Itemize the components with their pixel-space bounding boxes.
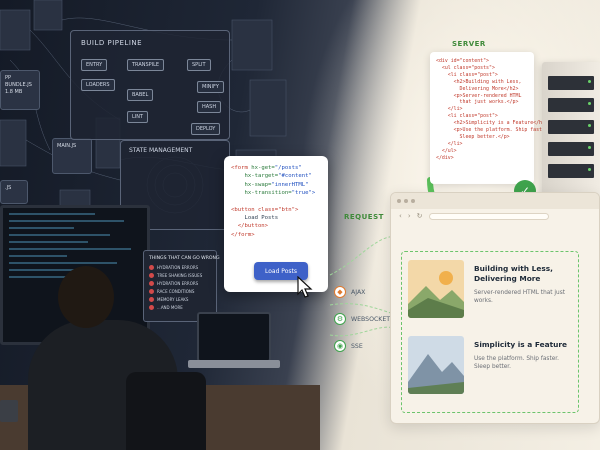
warning-icon bbox=[149, 305, 154, 310]
warning-icon bbox=[149, 265, 154, 270]
frustrated-developer-head bbox=[58, 266, 114, 328]
things-can-go-wrong-panel: THINGS THAT CAN GO WRONG HYDRATION ERROR… bbox=[143, 250, 220, 322]
code-line: </li> bbox=[436, 140, 463, 147]
htmx-code-card: <form hx-get="/posts" hx-target="#conten… bbox=[224, 156, 328, 292]
pipeline-node: ENTRY bbox=[81, 59, 108, 71]
sse-icon: ◉ bbox=[334, 340, 346, 352]
server-response-code: <div id="content"> <ul class="posts"> <l… bbox=[430, 52, 551, 184]
browser-window: ‹ › ↻ Building with Less, Delivering Mor… bbox=[390, 192, 600, 424]
list-item: ...AND MORE bbox=[149, 305, 211, 310]
channel-label: SSE bbox=[351, 342, 363, 350]
code-line: <form hx-get="/posts" bbox=[231, 165, 302, 171]
posts-container: Building with Less, Delivering More Serv… bbox=[401, 251, 579, 413]
code-line: Load Posts bbox=[231, 215, 279, 222]
browser-nav-bar: ‹ › ↻ bbox=[391, 209, 599, 223]
coffee-mug bbox=[0, 400, 18, 422]
browser-title-bar bbox=[391, 193, 599, 209]
list-item: MEMORY LEAKS bbox=[149, 297, 211, 302]
pipeline-node: LOADERS bbox=[81, 79, 115, 91]
post-title: Simplicity is a Feature bbox=[474, 340, 568, 349]
channel-label: AJAX bbox=[351, 288, 366, 296]
channel-label: WEBSOCKETS bbox=[351, 315, 394, 323]
code-line: Delivering More</h2> bbox=[436, 85, 519, 92]
post-card[interactable]: Simplicity is a Feature Use the platform… bbox=[408, 336, 574, 406]
code-line: hx-target="#content" bbox=[244, 173, 312, 180]
post-text: Use the platform. Ship faster. Sleep bet… bbox=[474, 356, 559, 370]
code-line: </form> bbox=[231, 231, 255, 238]
request-label: REQUEST bbox=[344, 213, 384, 221]
channel-websockets: ⚙ WEBSOCKETS bbox=[334, 313, 394, 325]
bundle-size: 1.8 MB bbox=[5, 89, 23, 95]
js-block: .JS bbox=[0, 180, 28, 204]
code-line: <p>Use the platform. Ship faster. bbox=[436, 127, 551, 134]
post-text: Server-rendered HTML that just works. bbox=[474, 290, 565, 304]
build-pipeline-diagram: BUILD PIPELINE ENTRY TRANSPILE SPLIT LOA… bbox=[70, 30, 230, 140]
code-line: <h2>Building with Less, bbox=[436, 78, 522, 85]
load-posts-button[interactable]: Load Posts bbox=[254, 262, 308, 280]
pipeline-node: SPLIT bbox=[187, 59, 211, 71]
js-name: .JS bbox=[5, 185, 12, 191]
mouse-cursor-icon bbox=[297, 276, 313, 298]
post-title: Building with Less, Delivering More bbox=[474, 264, 553, 283]
list-item: TREE SHAKING ISSUES bbox=[149, 273, 211, 278]
pipeline-node: DEPLOY bbox=[191, 123, 221, 135]
warning-icon bbox=[149, 281, 154, 286]
code-line: Sleep better.</p> bbox=[436, 133, 510, 140]
main-js-block: MAIN.JS bbox=[52, 138, 92, 174]
reload-icon[interactable]: ↻ bbox=[416, 212, 423, 220]
warning-icon bbox=[149, 273, 154, 278]
bundle-file-block: PP BUNDLE.JS 1.8 MB bbox=[0, 70, 40, 110]
server-label: SERVER bbox=[452, 40, 486, 48]
code-line: <ul class="posts"> bbox=[436, 64, 495, 71]
pipeline-node: BABEL bbox=[127, 89, 154, 101]
websocket-icon: ⚙ bbox=[334, 313, 346, 325]
list-item: HYDRATION ERRORS bbox=[149, 265, 211, 270]
landscape-thumbnail bbox=[408, 260, 464, 318]
channel-sse: ◉ SSE bbox=[334, 340, 363, 352]
server-rack-icon bbox=[542, 62, 600, 202]
address-bar[interactable] bbox=[428, 212, 549, 220]
code-line: hx-transition="true"> bbox=[244, 190, 316, 197]
code-line: <div id="content"> bbox=[436, 58, 489, 64]
laptop-base bbox=[188, 360, 280, 368]
pipeline-node: MINIFY bbox=[197, 81, 224, 93]
code-line: <button class="btn"> bbox=[231, 206, 299, 213]
ajax-icon: ◆ bbox=[334, 286, 346, 298]
code-line: <p>Server-rendered HTML bbox=[436, 92, 522, 99]
office-chair bbox=[126, 372, 206, 450]
panel-title: THINGS THAT CAN GO WRONG bbox=[149, 256, 220, 261]
state-title: STATE MANAGEMENT bbox=[129, 147, 193, 154]
forward-icon[interactable]: › bbox=[407, 212, 411, 220]
pipeline-node: LINT bbox=[127, 111, 149, 123]
code-line: <li class="post"> bbox=[436, 71, 498, 78]
code-line: hx-swap="innerHTML" bbox=[244, 181, 309, 188]
laptop-screen bbox=[197, 312, 271, 362]
warning-icon bbox=[149, 297, 154, 302]
back-icon[interactable]: ‹ bbox=[399, 212, 402, 220]
pipeline-title: BUILD PIPELINE bbox=[81, 39, 143, 47]
list-item: HYDRATION ERRORS bbox=[149, 281, 211, 286]
pipeline-node: HASH bbox=[197, 101, 222, 113]
code-line: </li> bbox=[436, 106, 463, 113]
post-card[interactable]: Building with Less, Delivering More Serv… bbox=[408, 260, 574, 330]
code-line: <li class="post"> bbox=[436, 113, 498, 120]
mountain-thumbnail bbox=[408, 336, 464, 394]
code-line: </ul> bbox=[436, 147, 457, 154]
list-item: RACE CONDITIONS bbox=[149, 289, 211, 294]
channel-ajax: ◆ AJAX bbox=[334, 286, 365, 298]
code-line: <h2>Simplicity is a Feature</h2> bbox=[436, 120, 548, 127]
bundle-name: PP BUNDLE.JS bbox=[5, 75, 32, 88]
main-js-name: MAIN.JS bbox=[57, 143, 77, 149]
pipeline-node: TRANSPILE bbox=[127, 59, 165, 71]
code-line: </button> bbox=[231, 223, 269, 230]
code-line: that just works.</p> bbox=[436, 99, 519, 106]
code-line: </div> bbox=[436, 154, 454, 161]
warning-icon bbox=[149, 289, 154, 294]
